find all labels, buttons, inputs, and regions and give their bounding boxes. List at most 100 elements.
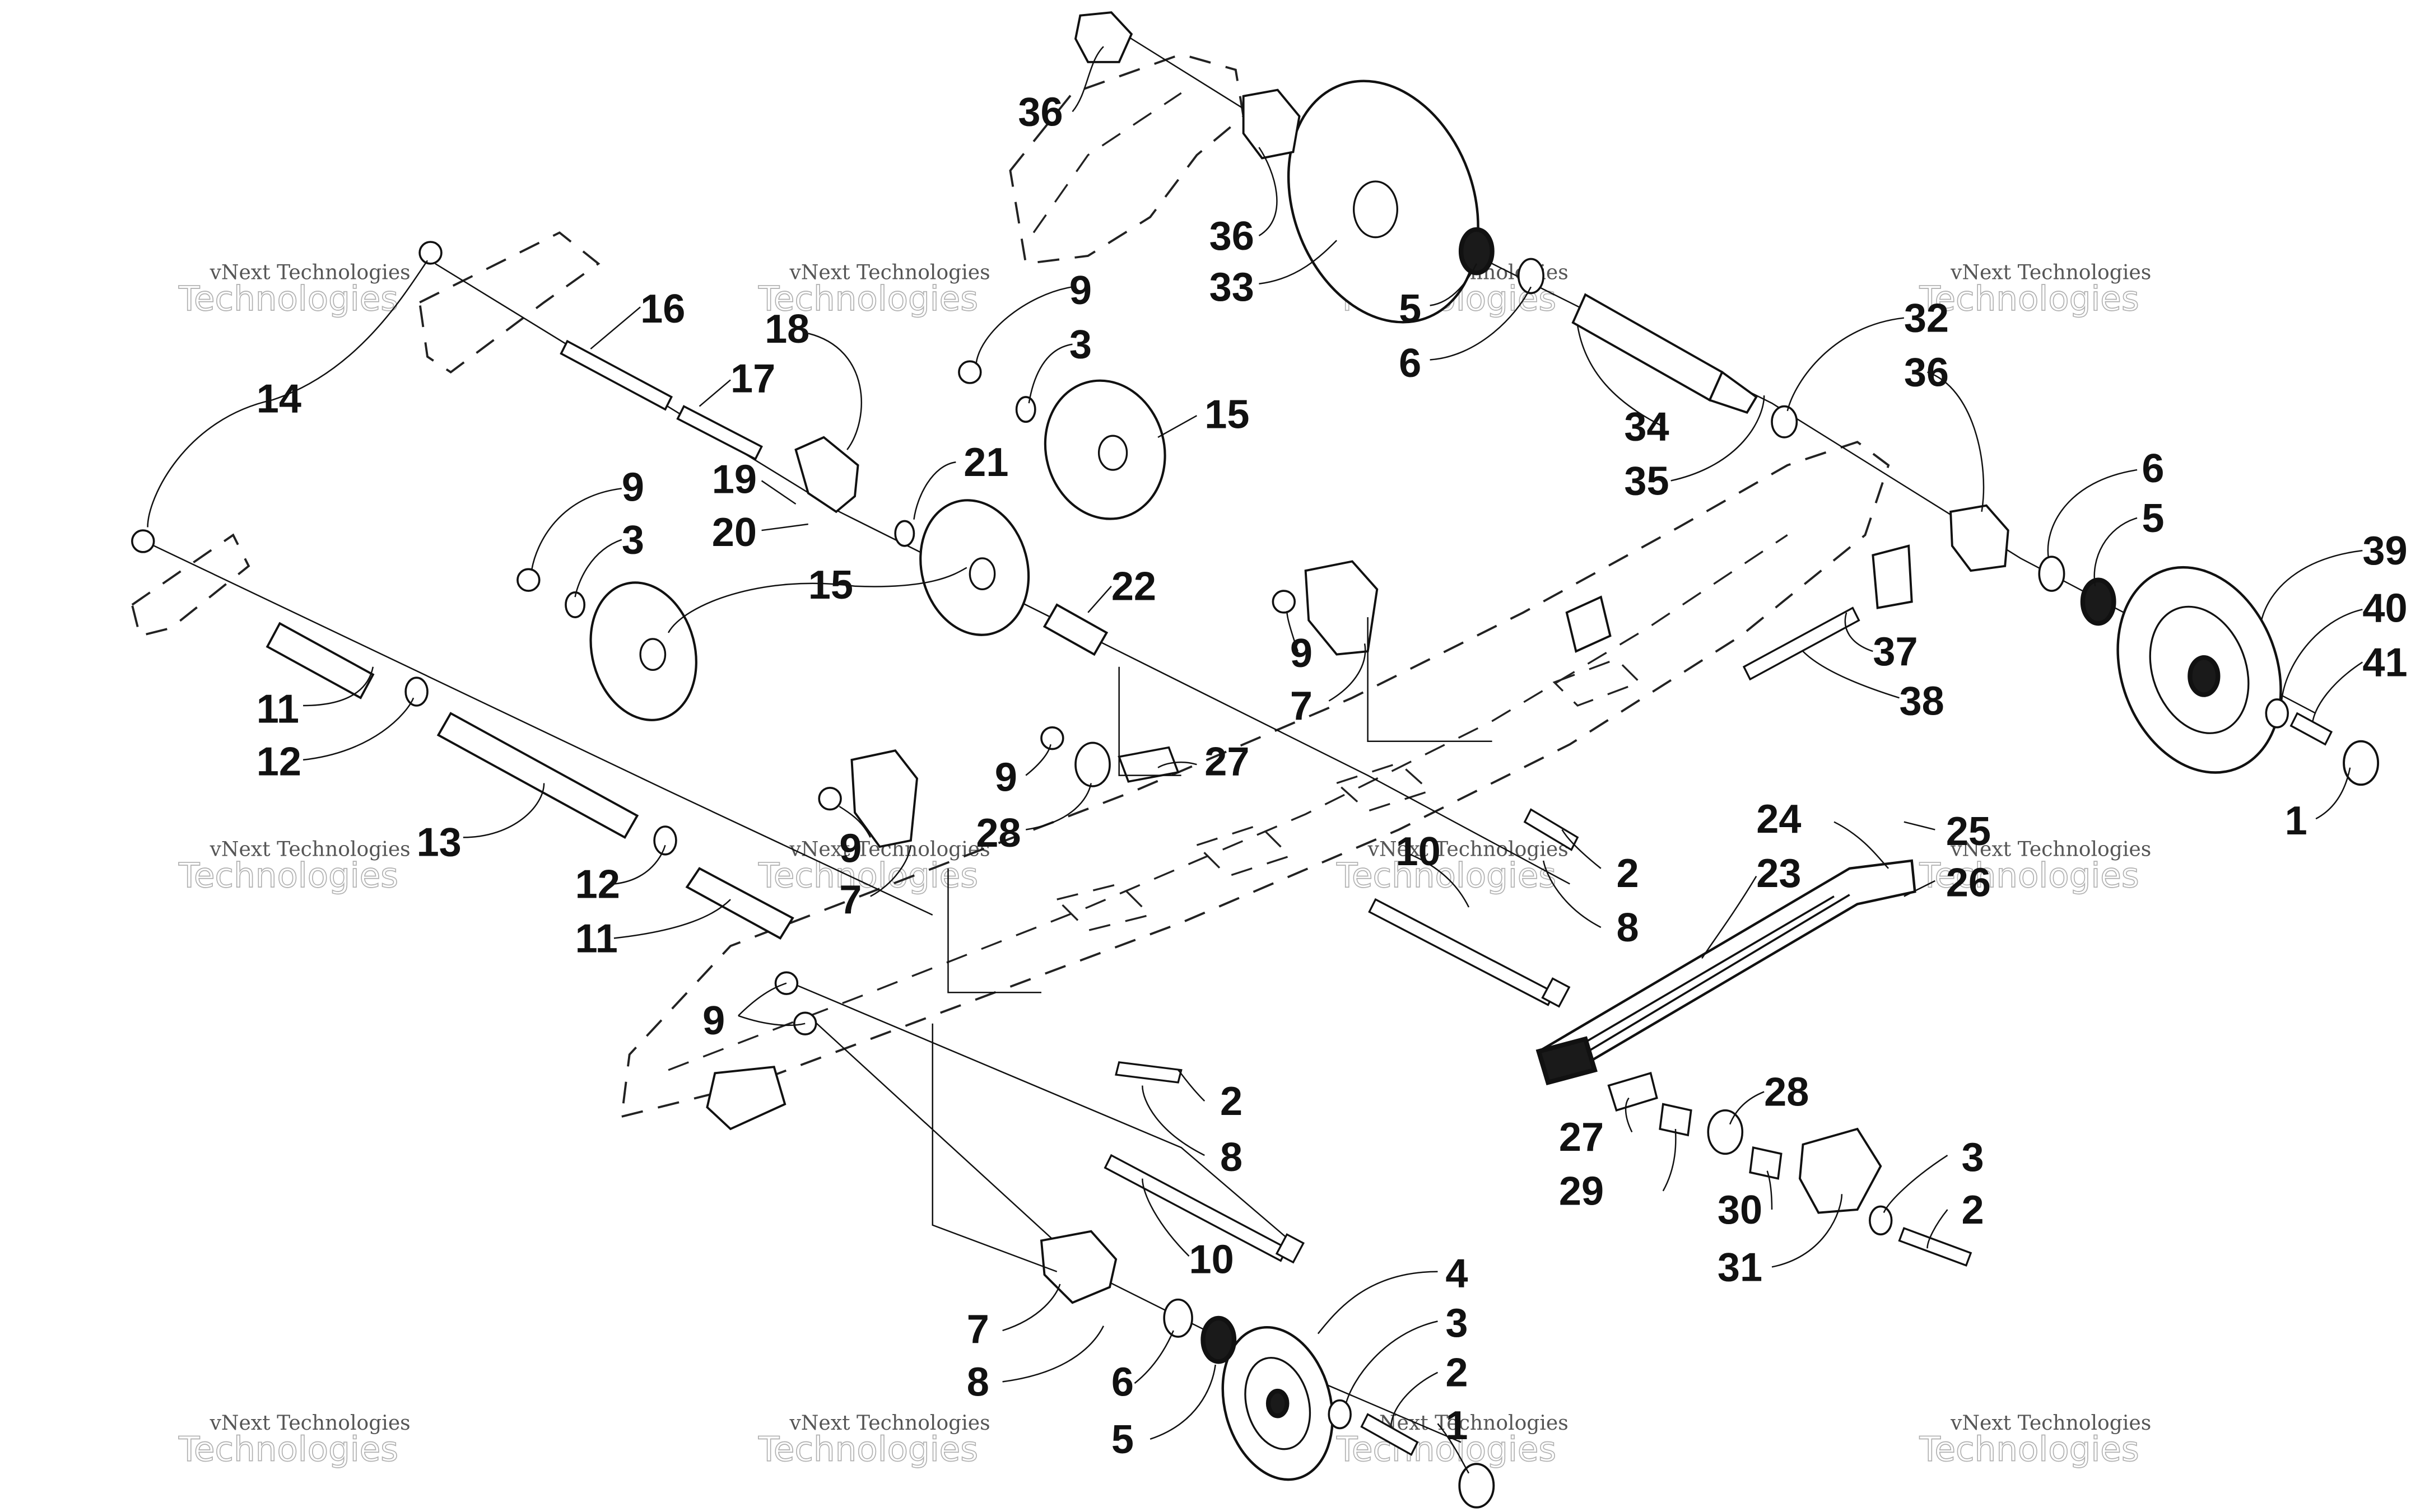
callout-label: 6	[2142, 446, 2164, 491]
nut	[516, 568, 541, 592]
ring	[2038, 556, 2065, 592]
watermark: vNext Technologies Technologies	[178, 261, 410, 319]
bearing	[1458, 227, 1495, 276]
rod-tube	[676, 405, 763, 461]
washer	[1707, 1109, 1744, 1155]
left-rail	[620, 441, 1890, 1118]
watermark: vNext Technologies Technologies	[1919, 838, 2151, 896]
clamp-block	[1798, 1127, 1882, 1214]
washer	[565, 591, 586, 618]
callout-label: 3	[1445, 1301, 1468, 1346]
spacer	[1749, 1146, 1783, 1180]
clamp-block	[1304, 560, 1379, 656]
callout-label: 1	[1445, 1403, 1468, 1448]
washer	[894, 520, 915, 547]
spacer-tube	[685, 867, 794, 940]
callout-label: 10	[1189, 1238, 1234, 1282]
callout-label: 6	[1399, 341, 1421, 386]
callout-label: 6	[1111, 1360, 1134, 1404]
svg-text:vNext Technologies: vNext Technologies	[210, 1412, 411, 1435]
nut	[958, 360, 982, 384]
callout-label: 1	[2285, 799, 2307, 843]
callout-label: 13	[417, 820, 462, 865]
svg-text:vNext Technologies: vNext Technologies	[210, 838, 411, 861]
callout-label: 18	[765, 307, 809, 352]
svg-text:vNext Technologies: vNext Technologies	[1950, 838, 2151, 861]
callout-label: 11	[257, 687, 299, 732]
idler-wheel-front	[1221, 1326, 1334, 1481]
callout-label: 22	[1111, 564, 1156, 609]
callout-label: 28	[976, 811, 1021, 856]
svg-text:Technologies: Technologies	[178, 856, 398, 895]
washer	[1015, 396, 1036, 423]
callout-label: 7	[1290, 684, 1313, 729]
rod-tube	[560, 339, 673, 411]
callouts: 36 36 33 5 6 16 17 18 14 19 20 21 9 3 15…	[257, 90, 2408, 1462]
callout-label: 30	[1718, 1188, 1762, 1233]
svg-text:Technologies: Technologies	[1919, 856, 2139, 895]
callout-label: 2	[1445, 1351, 1468, 1396]
callout-label: 28	[1764, 1070, 1809, 1115]
callout-label: 3	[1962, 1135, 1984, 1180]
svg-text:Technologies: Technologies	[1919, 1430, 2139, 1469]
washer	[2265, 698, 2289, 729]
svg-text:vNext Technologies: vNext Technologies	[1367, 838, 1569, 861]
watermark: vNext Technologies Technologies	[757, 838, 990, 896]
callout-label: 8	[1617, 906, 1639, 950]
callout-label: 5	[2142, 496, 2164, 541]
callout-label: 11	[575, 916, 618, 961]
callout-label: 36	[1904, 351, 1949, 395]
bolt	[2289, 712, 2333, 746]
callout-label: 33	[1209, 265, 1254, 310]
small-wheel	[589, 581, 697, 721]
bolt	[1360, 1413, 1419, 1456]
ring	[404, 676, 429, 707]
callout-label: 2	[1617, 851, 1639, 896]
washer	[1868, 1205, 1893, 1236]
svg-text:vNext Technologies: vNext Technologies	[789, 1412, 990, 1435]
callout-label: 38	[1900, 679, 1944, 724]
callout-label: 2	[1962, 1188, 1984, 1233]
small-wheel	[919, 499, 1030, 636]
leader-lines	[147, 46, 2363, 1474]
rail-bracket	[706, 595, 1612, 1131]
nut	[1040, 726, 1064, 750]
stop-block	[1872, 544, 1913, 609]
shaft-tube	[1571, 293, 1758, 414]
svg-text:Technologies: Technologies	[178, 279, 398, 319]
callout-label: 36	[1209, 214, 1254, 259]
callout-label: 40	[2362, 586, 2407, 631]
callout-label: 31	[1718, 1245, 1762, 1290]
callout-label: 17	[730, 357, 775, 402]
callout-label: 20	[712, 510, 757, 555]
callout-label: 19	[712, 458, 757, 502]
ring	[1517, 258, 1544, 295]
callout-label: 10	[1396, 829, 1441, 874]
callout-label: 25	[1946, 809, 1991, 854]
callout-label: 3	[1069, 323, 1092, 367]
cap	[2343, 740, 2380, 786]
callout-label: 32	[1904, 296, 1949, 341]
callout-label: 24	[1756, 797, 1801, 842]
right-rail	[131, 53, 1245, 637]
nut	[131, 529, 155, 553]
nut	[1272, 590, 1296, 614]
svg-text:vNext Technologies: vNext Technologies	[1950, 261, 2151, 284]
cap	[1458, 1463, 1495, 1509]
callout-label: 2	[1220, 1079, 1242, 1124]
spacer-tube	[1043, 603, 1109, 656]
ring	[653, 825, 677, 856]
callout-label: 9	[839, 827, 862, 871]
svg-text:Technologies: Technologies	[758, 1430, 978, 1469]
bolt	[1115, 1061, 1183, 1084]
callout-label: 3	[622, 518, 644, 563]
small-wheel	[1044, 379, 1166, 520]
washer	[1771, 405, 1798, 438]
ring	[1163, 1298, 1193, 1338]
washer	[1328, 1399, 1352, 1430]
callout-label: 9	[622, 465, 644, 510]
callout-label: 35	[1624, 459, 1669, 503]
callout-label: 39	[2362, 529, 2407, 573]
nut	[818, 786, 842, 811]
svg-text:Technologies: Technologies	[758, 279, 978, 319]
